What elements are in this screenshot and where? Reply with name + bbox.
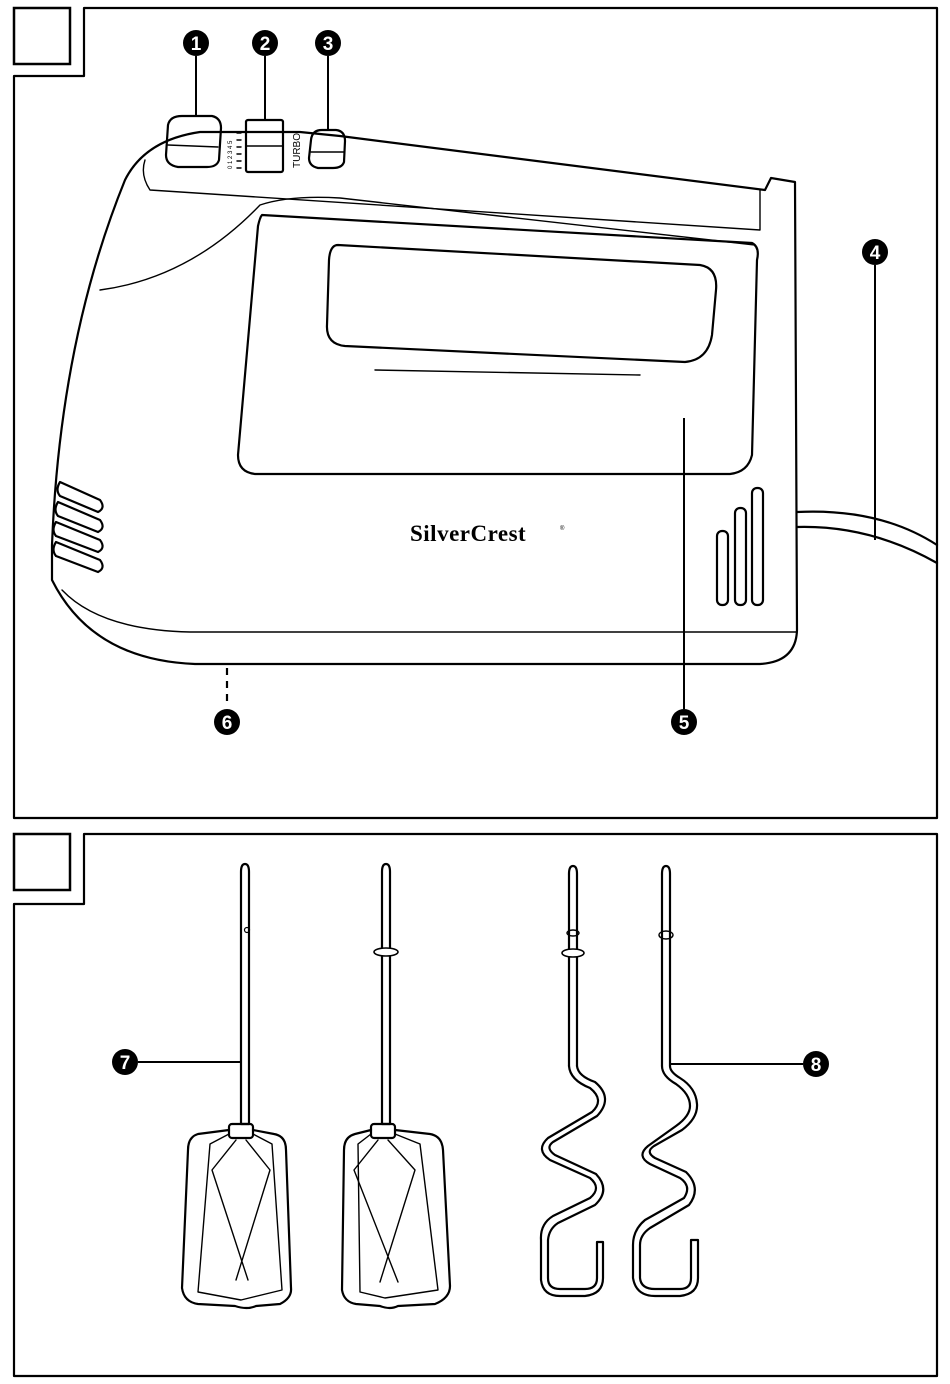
- rear-vents: [717, 488, 763, 605]
- brand-trademark: ®: [560, 525, 565, 532]
- mixer-base-line: [62, 590, 797, 632]
- mixer-side-curve: [100, 197, 755, 290]
- callout-8: 8: [670, 1051, 829, 1077]
- beater-right: [342, 864, 450, 1308]
- figure-panel-a: [14, 8, 937, 818]
- speed-scale: 0 1 2 3 4 5: [228, 133, 241, 169]
- svg-text:7: 7: [120, 1053, 131, 1074]
- panel-b-frame: [14, 834, 937, 1376]
- brand-logo: SilverCrest: [410, 521, 526, 546]
- callout-5: 5: [671, 418, 697, 735]
- svg-text:0 1 2 3 4 5: 0 1 2 3 4 5: [228, 140, 234, 169]
- panel-a-frame: [14, 8, 937, 818]
- figure-panel-b: [14, 834, 937, 1376]
- front-vents: [54, 482, 103, 572]
- hand-mixer-illustration: SilverCrest ® 0 1 2 3 4 5 TURBO: [52, 116, 937, 705]
- mixer-body-outline: [52, 132, 797, 664]
- svg-text:6: 6: [222, 713, 233, 734]
- svg-text:5: 5: [679, 713, 690, 734]
- callout-2: 2: [252, 30, 278, 120]
- callouts-panel-b: 7 8: [112, 1049, 829, 1077]
- speed-switch: 0 1 2 3 4 5 TURBO: [228, 120, 303, 172]
- beater-left: [182, 864, 291, 1308]
- callout-7: 7: [112, 1049, 241, 1075]
- svg-text:2: 2: [260, 34, 271, 55]
- dough-hook-right: [633, 866, 698, 1296]
- mixer-top-surface: [143, 160, 760, 230]
- svg-text:4: 4: [870, 243, 881, 264]
- svg-text:8: 8: [811, 1055, 822, 1076]
- panel-a-label-box: [14, 8, 70, 64]
- svg-text:1: 1: [191, 34, 202, 55]
- handle-inner-line: [375, 370, 640, 375]
- svg-text:3: 3: [323, 34, 334, 55]
- panel-b-label-box: [14, 834, 70, 890]
- eject-button: [166, 116, 221, 167]
- callout-6: 6: [214, 709, 240, 735]
- callout-1: 1: [183, 30, 209, 116]
- handle-opening: [327, 245, 716, 362]
- callout-4: 4: [862, 239, 888, 540]
- callout-3: 3: [315, 30, 341, 130]
- turbo-label: TURBO: [292, 133, 303, 168]
- dough-hook-left: [541, 866, 605, 1296]
- power-cord: [797, 512, 937, 563]
- callouts-panel-a: 1 2 3 4 5 6: [183, 30, 888, 735]
